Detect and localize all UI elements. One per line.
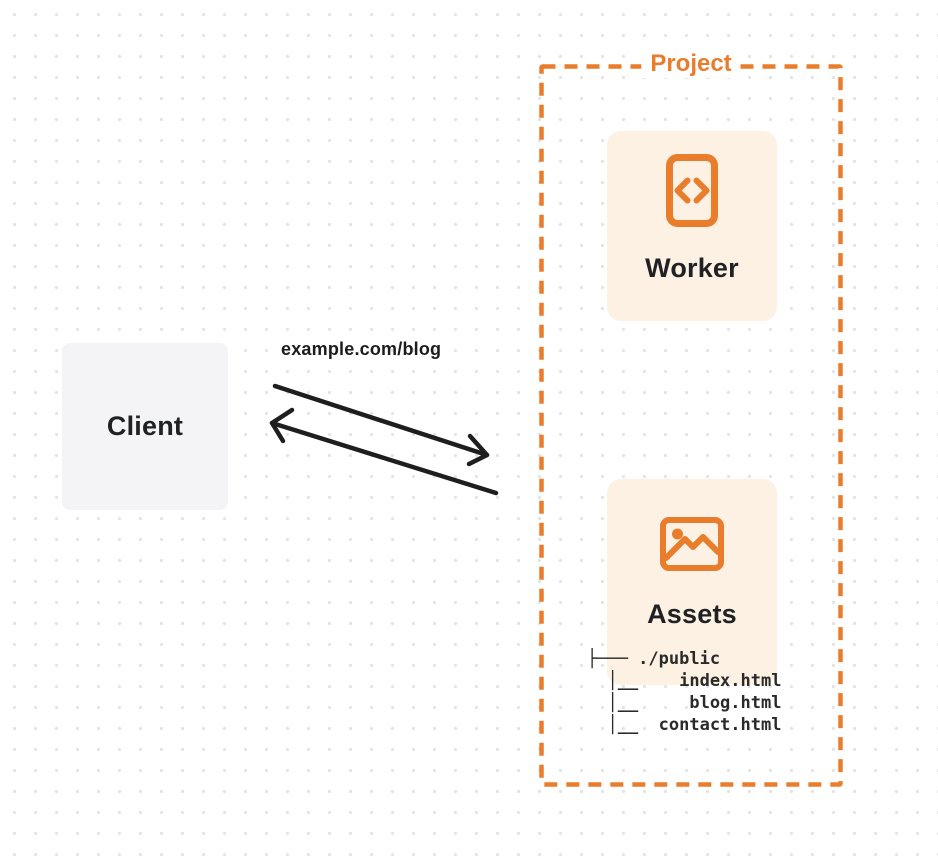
image-icon [660,517,724,571]
request-arrow-shaft [272,383,490,458]
project-dashed-border [539,64,843,787]
client-node: Client [62,343,228,510]
project-label: Project [641,50,741,78]
worker-node: Worker [607,131,777,321]
request-url-label: example.com/blog [281,339,442,359]
response-arrow-shaft [269,420,499,496]
project-container: Project Worker Assets ├─── ./public │__ … [539,50,843,787]
assets-node: Assets [607,479,777,685]
assets-file-tree: ├─── ./public │__ index.html │__ blog.ht… [587,649,782,735]
request-arrow-head [466,433,490,467]
code-file-icon [666,154,718,227]
assets-label: Assets [647,599,737,629]
response-arrow-head [269,407,295,444]
worker-label: Worker [645,253,739,283]
client-label: Client [106,411,184,441]
